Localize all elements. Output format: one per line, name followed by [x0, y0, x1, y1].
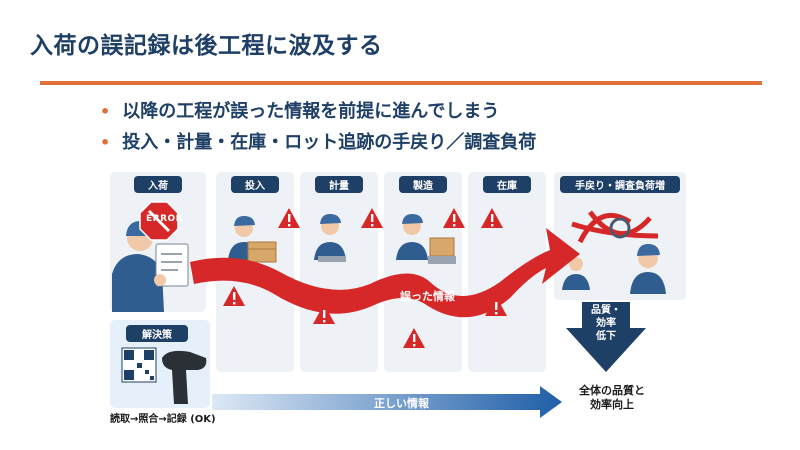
correct-info-label: 正しい情報: [374, 397, 429, 410]
barcode-scanner-icon: [162, 350, 207, 404]
process-figure: 入荷 投入 計量 製造 在庫 手戻り・調査負荷増 ERROR 誤った情報 解決策…: [110, 172, 688, 428]
bullet-item: • 投入・計量・在庫・ロット追跡の手戻り／調査負荷: [100, 127, 536, 158]
bullet-text: 以降の工程が誤った情報を前提に進んでしまう: [122, 100, 500, 122]
worker-icon: [396, 214, 428, 260]
stage-label-input: 投入: [231, 176, 279, 193]
warning-triangle-icon: [278, 208, 300, 228]
cardboard-box-icon: [247, 241, 277, 263]
warning-triangle-icon: [481, 208, 503, 228]
bullet-marker: •: [100, 132, 111, 152]
bullet-text: 投入・計量・在庫・ロット追跡の手戻り／調査負荷: [122, 131, 537, 153]
magnifier-icon: [609, 217, 631, 239]
result-line: 全体の品質と: [579, 384, 645, 397]
impact-line: 効率: [596, 318, 616, 329]
error-stop-sign-icon: [139, 201, 179, 241]
worker-icon: [112, 220, 189, 312]
figure-artwork: [110, 172, 686, 418]
impact-down-arrow: [566, 302, 646, 372]
stage-label-receiving: 入荷: [134, 176, 182, 193]
impact-line: 低下: [596, 331, 616, 342]
warning-triangle-icon: [361, 208, 383, 228]
impact-label: 品質・ 効率 低下: [586, 304, 626, 343]
correct-info-arrow: [212, 386, 562, 418]
cardboard-box-icon: [428, 237, 456, 264]
slide-title: 入荷の誤記録は後工程に波及する: [30, 33, 383, 59]
bullet-item: • 以降の工程が誤った情報を前提に進んでしまう: [100, 96, 536, 127]
wrong-info-arrow: [190, 228, 580, 318]
worker-icon: [314, 214, 346, 262]
result-label: 全体の品質と 効率向上: [566, 384, 658, 412]
warning-triangle-icon: [443, 208, 465, 228]
bullet-list: • 以降の工程が誤った情報を前提に進んでしまう • 投入・計量・在庫・ロット追跡…: [100, 96, 536, 158]
stage-label-manufacturing: 製造: [399, 176, 447, 193]
stage-panel-weighing: [300, 172, 378, 372]
warning-triangle-icon: [313, 304, 335, 324]
stage-label-weighing: 計量: [315, 176, 363, 193]
worker-icon: [630, 244, 666, 294]
worker-icon: [562, 257, 590, 290]
warning-triangle-icon: [223, 286, 245, 306]
stage-label-inventory: 在庫: [483, 176, 531, 193]
bullet-marker: •: [100, 101, 111, 121]
wrong-info-label: 誤った情報: [400, 290, 455, 303]
warning-triangle-icon: [485, 296, 507, 316]
title-divider: [40, 81, 762, 85]
solution-caption: 読取→照合→記録 (OK): [110, 414, 216, 425]
error-badge: ERROR: [146, 214, 184, 224]
stage-panel-manufacturing: [384, 172, 462, 372]
result-line: 効率向上: [590, 398, 634, 411]
warning-triangle-icon: [403, 328, 425, 348]
stage-label-rework: 手戻り・調査負荷増: [560, 176, 680, 193]
solution-label: 解決策: [126, 325, 188, 342]
impact-line: 品質・: [591, 305, 621, 316]
qr-code-icon: [121, 347, 157, 383]
